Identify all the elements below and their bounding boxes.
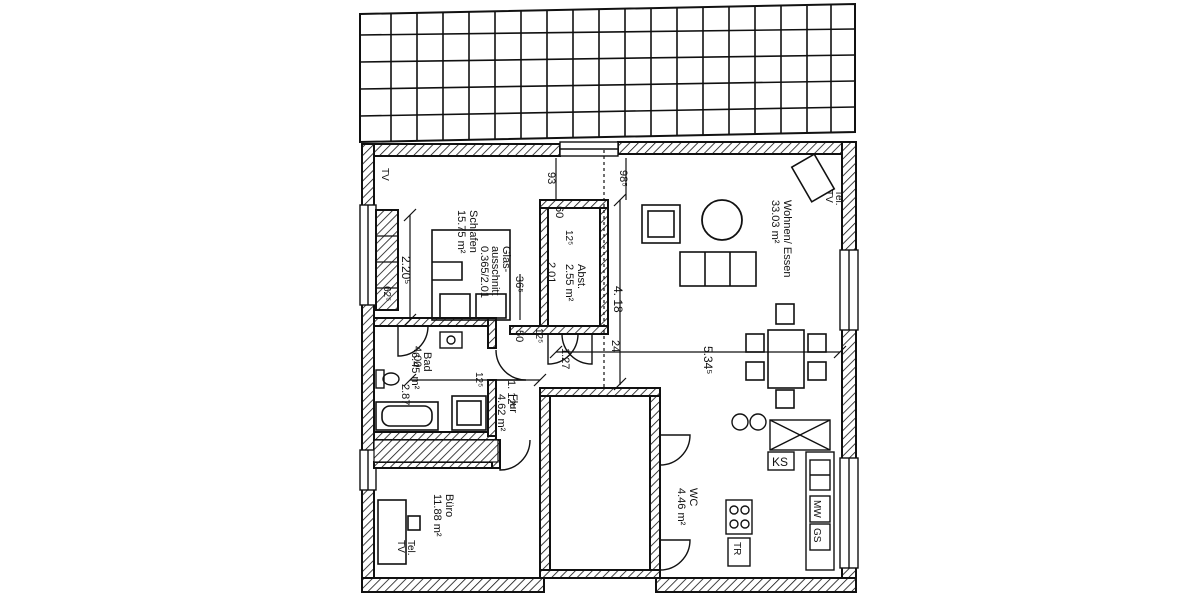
room-name: WC	[687, 488, 699, 506]
dining-set	[745, 303, 827, 409]
room-label-wc: WC 4.46 m²	[675, 488, 699, 526]
sofa	[679, 251, 757, 287]
tv-label-top-right: TV Tel.	[823, 190, 844, 206]
gs-label: GS	[811, 528, 822, 543]
dim-400: 4.00	[411, 346, 423, 367]
room-area: 4.62 m²	[495, 394, 507, 432]
room-label-bad: Bad 6.45 m²	[409, 352, 433, 390]
tv-label-buero: TV Tel.	[395, 540, 416, 556]
bed	[431, 229, 511, 321]
dim-534: 5.34⁵	[701, 346, 715, 374]
room-name: Schlafen	[467, 210, 479, 253]
tel-text: Tel.	[405, 540, 416, 556]
tv-text: TV	[379, 168, 390, 181]
dimension-texts: 93 98⁵ 2.20⁵ 62⁵ 36⁵ 2.01 12⁵ 60 4. 18 5…	[381, 170, 715, 409]
armchair	[641, 204, 681, 244]
room-label-wohnen: Wohnen/ Essen 33.03 m²	[769, 200, 793, 277]
appliance-mw: MW	[809, 495, 831, 523]
room-label-abstell: Abst. 2.55 m²	[563, 264, 587, 302]
dim-220: 2.20⁵	[399, 256, 413, 284]
ks-label: KS	[772, 455, 788, 469]
dim-12a: 12⁵	[563, 230, 574, 245]
room-label-schlafen: Schlafen 15.75 m²	[455, 210, 479, 254]
right-windows	[839, 249, 859, 569]
room-name: Wohnen/ Essen	[781, 200, 793, 277]
kitchen-counter	[805, 451, 835, 571]
room-name: Büro	[443, 494, 455, 517]
stove	[725, 499, 753, 535]
appliance-gs: GS	[809, 523, 831, 551]
note-line: Glas-	[500, 246, 512, 273]
dim-112: 1. 12⁵	[505, 380, 517, 409]
room-area: 6.45 m²	[409, 352, 421, 390]
dim-127: 1.27	[559, 348, 571, 369]
washbasin	[439, 331, 463, 349]
round-table	[701, 199, 743, 241]
room-area: 33.03 m²	[769, 200, 781, 244]
note-line: ausschnitt	[489, 246, 501, 296]
room-name: Flur	[507, 394, 519, 413]
room-name: Bad	[421, 352, 433, 372]
note-line: 0.365/2.01	[478, 246, 490, 298]
room-area: 11.88 m²	[431, 494, 443, 537]
tv-cabinet	[790, 153, 836, 203]
room-label-flur: Flur 4.62 m²	[495, 394, 519, 432]
tr-label: TR	[731, 542, 742, 555]
room-label-glas: Glas- ausschnitt 0.365/2.01	[478, 246, 512, 298]
dim-60: 60	[553, 206, 565, 218]
dim-62: 62⁵	[381, 286, 392, 301]
tel-text: Tel.	[833, 190, 844, 206]
dim-12b: 12⁵	[533, 328, 544, 343]
dim-287: 2.87	[399, 384, 411, 405]
dim-98: 98⁵	[617, 170, 629, 187]
dimension-lines	[403, 150, 847, 391]
tv-label-top-left: TV	[379, 168, 390, 181]
room-area: 4.46 m²	[675, 488, 687, 526]
room-area: 15.75 m²	[455, 210, 467, 254]
appliance-ks: KS	[767, 451, 795, 471]
shower	[451, 395, 487, 431]
dim-201: 2.01	[545, 262, 557, 283]
tv-text: TV	[823, 190, 834, 203]
appliance-tr: TR	[727, 537, 751, 567]
kitchen-cabinet	[769, 419, 831, 451]
dim-93: 93	[545, 172, 557, 184]
toilet	[375, 369, 400, 389]
dim-24: 24	[609, 340, 621, 352]
terrace-door	[559, 141, 619, 157]
hall-cabinet	[373, 439, 499, 463]
mw-label: MW	[811, 500, 822, 518]
wardrobe-lines	[376, 235, 398, 289]
dim-36: 36⁵	[513, 276, 525, 293]
bathtub	[375, 401, 439, 431]
room-label-buero: Büro 11.88 m²	[431, 494, 455, 537]
dim-12c: 12⁵	[473, 372, 484, 387]
terrace-grid	[359, 2, 856, 144]
kitchen-sink	[731, 413, 767, 431]
room-area: 2.55 m²	[563, 264, 575, 302]
left-windows	[359, 204, 377, 491]
tv-text: TV	[395, 540, 406, 553]
desk	[377, 499, 421, 565]
dim-50: 50	[513, 330, 525, 342]
dim-418: 4. 18	[611, 286, 625, 313]
room-name: Abst.	[575, 264, 587, 289]
